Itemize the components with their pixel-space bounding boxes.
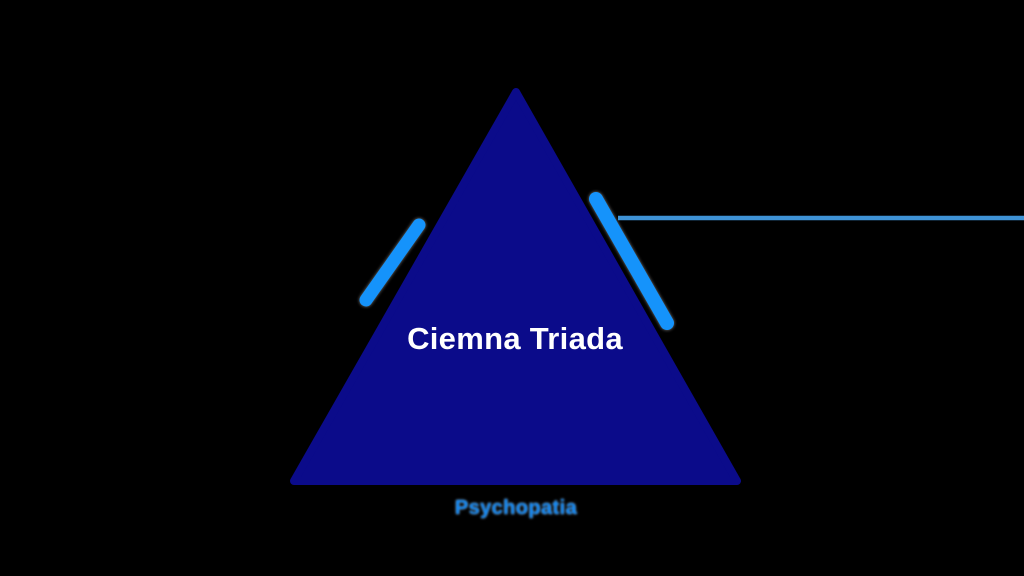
left-edge-highlight <box>359 218 426 307</box>
right-edge-highlight <box>589 192 674 330</box>
triangle-outline <box>290 88 741 485</box>
triangle-shape <box>294 92 737 481</box>
diagram-title: Ciemna Triada <box>407 321 623 356</box>
psychopathy-label: Psychopatia <box>454 497 578 519</box>
